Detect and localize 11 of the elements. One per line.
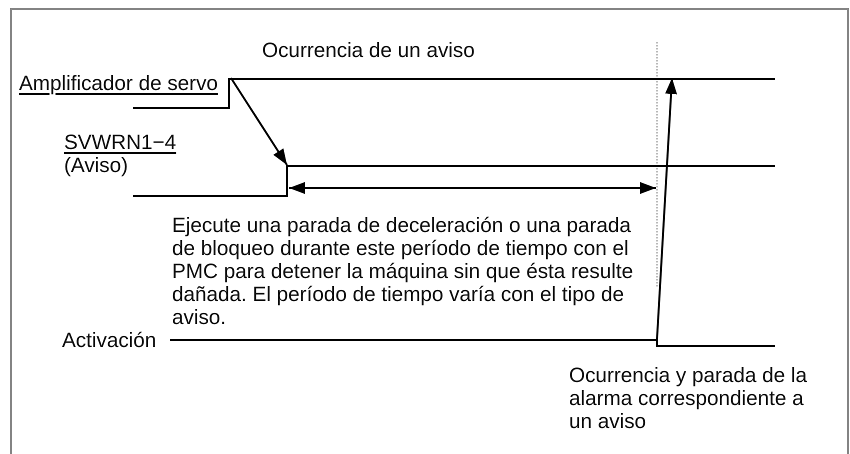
signal-name: Amplificador de servo [19, 72, 218, 95]
signal-waveform [133, 165, 654, 197]
arrow [230, 77, 288, 166]
signal-name: Activación [62, 329, 156, 352]
signal-waveform [170, 339, 775, 347]
note-text: Ejecute una parada de deceleración o una parada de bloqueo durante este período de tiempo con el PMC para detener la máquina sin que ésta resulte dañada. El período de tiempo varía con el tipo de aviso. [172, 214, 634, 329]
signal-name: (Aviso) [64, 154, 128, 177]
event-label: Ocurrencia y parada de la alarma correspondiente a un aviso [569, 364, 808, 433]
arrow [656, 78, 678, 340]
event-label: Ocurrencia de un aviso [262, 39, 475, 62]
signal-name: SVWRN1−4 [64, 131, 176, 154]
